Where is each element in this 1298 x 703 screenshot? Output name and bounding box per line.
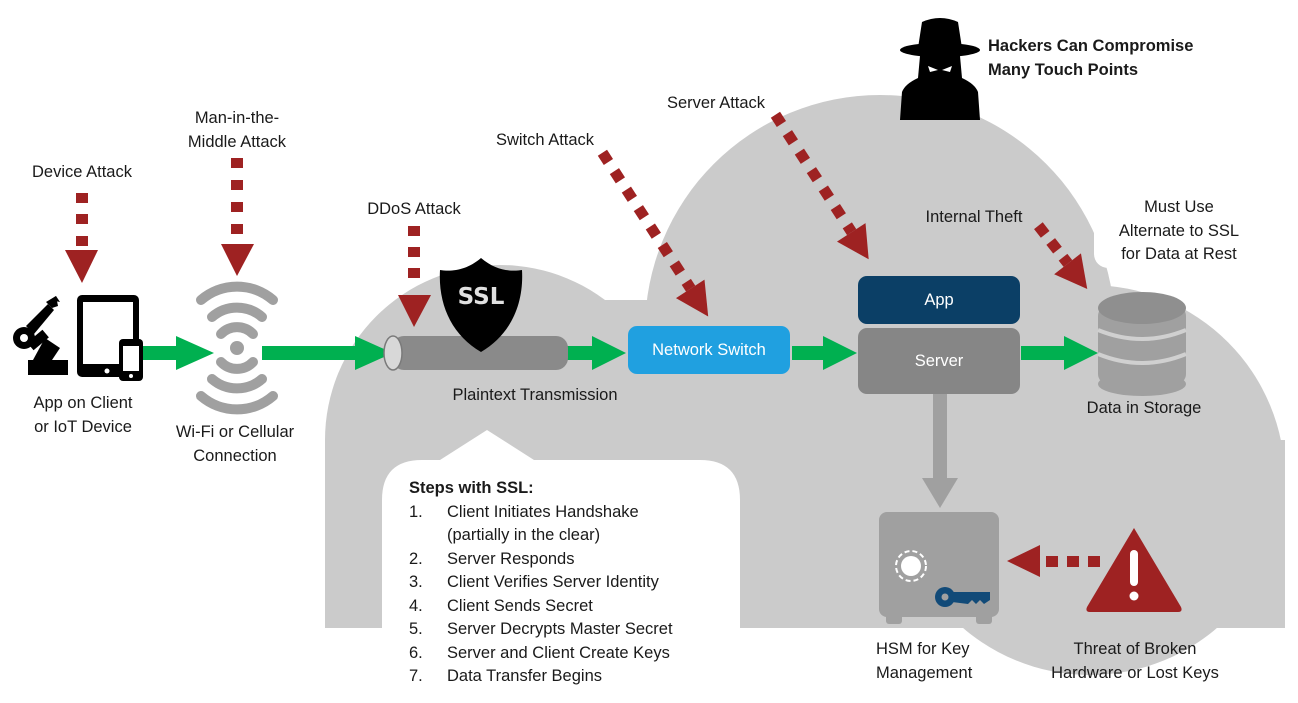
flow-arrow-wifi-to-pipe bbox=[262, 336, 393, 370]
ssl-step-text-continued: (partially in the clear) bbox=[447, 526, 601, 544]
hacker-note-line1: Hackers Can Compromise bbox=[988, 37, 1194, 55]
ssl-step-text: Client Initiates Handshake bbox=[447, 502, 639, 521]
ssl-step: 1. Client Initiates Handshake bbox=[409, 501, 673, 525]
network-switch-node[interactable]: Network Switch bbox=[628, 326, 790, 374]
threat-label: Threat of Broken Hardware or Lost Keys bbox=[1040, 637, 1230, 685]
ssl-step-text: Client Verifies Server Identity bbox=[447, 573, 659, 591]
hacker-note-line2: Many Touch Points bbox=[988, 61, 1139, 79]
app-node[interactable]: App bbox=[858, 276, 1020, 324]
ssl-step-text: Client Sends Secret bbox=[447, 596, 593, 615]
ssl-step-text: Server and Client Create Keys bbox=[447, 643, 670, 662]
switch-attack-label: Switch Attack bbox=[495, 131, 595, 149]
device-attack-arrow bbox=[65, 193, 98, 283]
client-label-line2: or IoT Device bbox=[34, 418, 132, 436]
ssl-shield-icon bbox=[439, 258, 523, 352]
server-node[interactable]: Server bbox=[858, 328, 1020, 394]
flow-arrow-pipe-to-switch bbox=[567, 336, 626, 370]
key-icon bbox=[935, 587, 990, 607]
mitm-attack-label-line1: Man-in-the- bbox=[194, 109, 280, 127]
mitm-attack-arrow bbox=[221, 158, 254, 276]
storage-note-line2: Alternate to SSL bbox=[1118, 221, 1240, 240]
ddos-attack-label: DDoS Attack bbox=[367, 200, 461, 218]
ssl-step-text: Server Responds bbox=[447, 549, 575, 568]
ssl-steps-list: Steps with SSL: 1. Client Initiates Hand… bbox=[409, 477, 673, 689]
switch-attack-arrow bbox=[597, 149, 709, 317]
server-to-hsm-arrow bbox=[922, 394, 958, 508]
ssl-step-number: 7. bbox=[409, 667, 423, 685]
server-attack-arrow bbox=[770, 111, 869, 260]
ssl-badge-label: SSL bbox=[457, 284, 505, 310]
internal-theft-label: Internal Theft bbox=[925, 208, 1023, 226]
hsm-threat-arrow bbox=[1007, 545, 1100, 577]
ssl-step-number: 5. bbox=[409, 620, 423, 638]
ssl-steps-title: Steps with SSL: bbox=[409, 479, 534, 497]
ssl-step-number: 6. bbox=[409, 643, 423, 662]
hsm-label-line2: Management bbox=[876, 664, 973, 682]
robot-arm-icon bbox=[13, 296, 68, 375]
pipe-label: Plaintext Transmission bbox=[452, 386, 618, 404]
ddos-attack-arrow bbox=[398, 226, 431, 327]
ssl-step: 3. Client Verifies Server Identity bbox=[409, 571, 673, 595]
ssl-step: 6. Server and Client Create Keys bbox=[409, 642, 673, 666]
storage-note-line1: Must Use bbox=[1144, 198, 1214, 216]
warning-triangle-icon bbox=[1086, 528, 1182, 612]
attack-arrows bbox=[65, 158, 1100, 577]
hsm-safe-icon bbox=[879, 512, 999, 624]
flow-arrow-client-to-wifi bbox=[143, 336, 214, 370]
ssl-step-number: 3. bbox=[409, 573, 423, 591]
ssl-step: 4. Client Sends Secret bbox=[409, 595, 673, 619]
steps-bubble bbox=[382, 430, 740, 703]
wifi-signal-icon bbox=[196, 281, 278, 415]
server-attack-label: Server Attack bbox=[666, 94, 766, 112]
flow-arrow-switch-to-server bbox=[792, 336, 857, 370]
threat-label-line1: Threat of Broken bbox=[1073, 640, 1197, 658]
ssl-step: 5. Server Decrypts Master Secret bbox=[409, 618, 673, 642]
data-flow-arrows bbox=[143, 336, 1098, 370]
wifi-label: Wi-Fi or Cellular Connection bbox=[160, 420, 310, 468]
client-label-line1: App on Client bbox=[33, 394, 133, 412]
wifi-label-line2: Connection bbox=[193, 447, 277, 465]
client-device-icon bbox=[13, 295, 143, 381]
client-label: App on Client or IoT Device bbox=[18, 391, 148, 439]
ssl-step: 7. Data Transfer Begins bbox=[409, 665, 673, 689]
storage-label: Data in Storage bbox=[1086, 399, 1202, 417]
threat-label-line2: Hardware or Lost Keys bbox=[1051, 664, 1219, 682]
mitm-attack-label: Man-in-the- Middle Attack bbox=[170, 106, 304, 154]
transmission-pipe-icon bbox=[383, 335, 568, 371]
ssl-step-number: 1. bbox=[409, 502, 423, 521]
wifi-label-line1: Wi-Fi or Cellular bbox=[175, 423, 295, 441]
internal-theft-arrow bbox=[1034, 222, 1088, 290]
ssl-step-number: 4. bbox=[409, 596, 423, 615]
ssl-step-text: Data Transfer Begins bbox=[447, 667, 602, 685]
ssl-step-continued: (partially in the clear) bbox=[409, 524, 673, 548]
phone-icon bbox=[119, 339, 143, 381]
ssl-step-text: Server Decrypts Master Secret bbox=[447, 620, 673, 638]
hsm-label: HSM for Key Management bbox=[876, 637, 996, 685]
ssl-step-number: 2. bbox=[409, 549, 423, 568]
database-icon bbox=[1097, 292, 1187, 396]
hacker-note: Hackers Can Compromise Many Touch Points bbox=[988, 34, 1193, 82]
ssl-step: 2. Server Responds bbox=[409, 548, 673, 572]
storage-note-bubble bbox=[1094, 192, 1264, 278]
storage-note-line3: for Data at Rest bbox=[1121, 245, 1237, 263]
flow-arrow-server-to-storage bbox=[1021, 336, 1098, 370]
storage-note: Must Use Alternate to SSL for Data at Re… bbox=[1104, 196, 1254, 267]
mitm-attack-label-line2: Middle Attack bbox=[187, 133, 287, 151]
hacker-icon bbox=[900, 18, 980, 120]
hsm-label-line1: HSM for Key bbox=[876, 640, 970, 658]
device-attack-label: Device Attack bbox=[32, 163, 132, 181]
